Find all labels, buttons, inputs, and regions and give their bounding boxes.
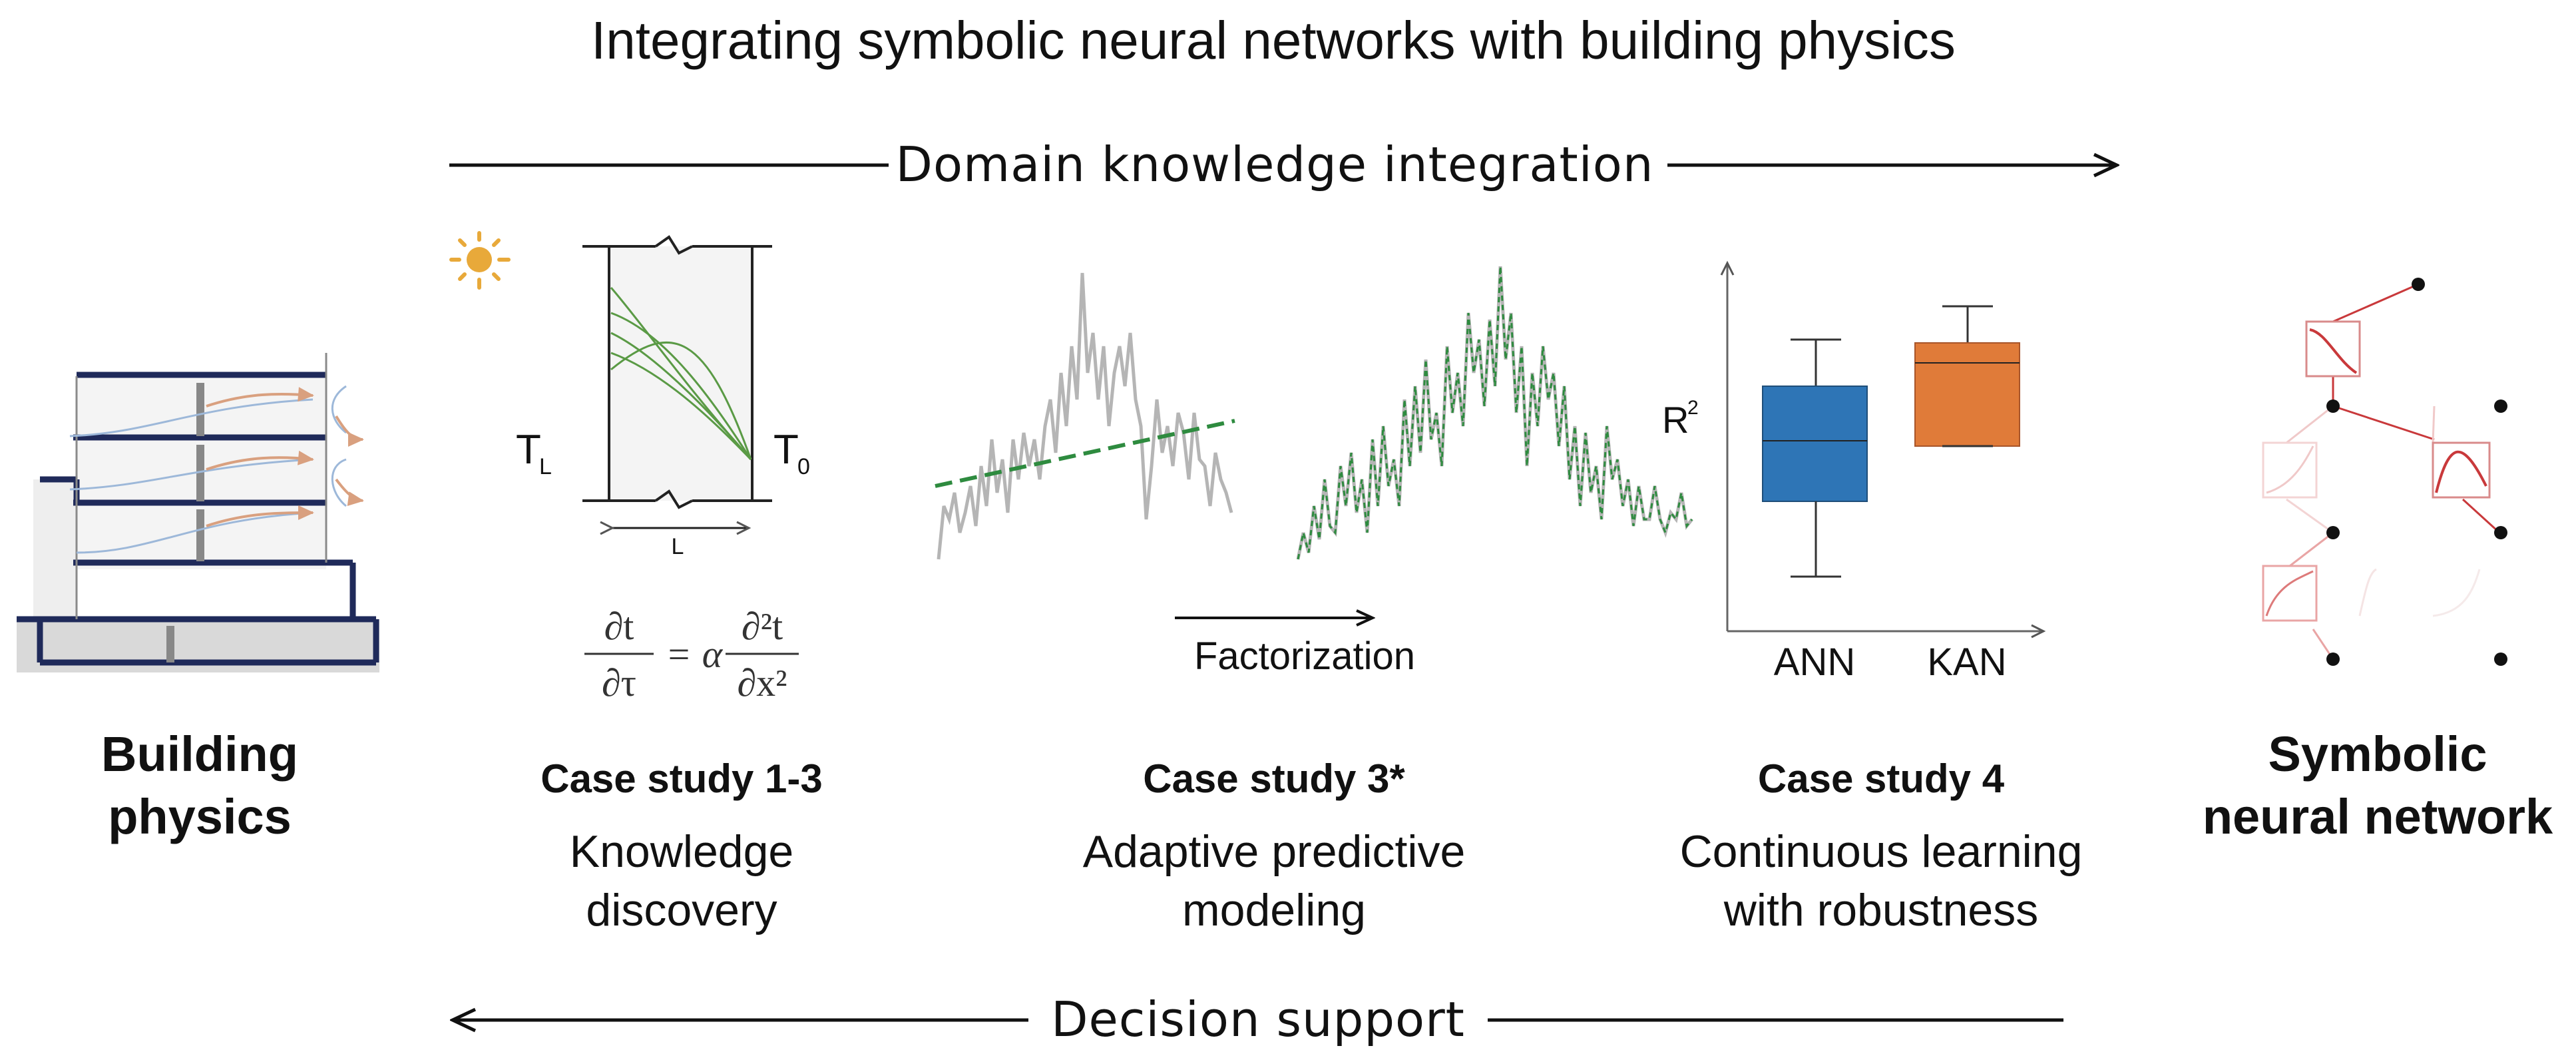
case-study-2-desc-line2: modeling: [1182, 885, 1366, 935]
case-study-1-desc-line1: Knowledge: [570, 826, 793, 877]
case-study-2: Case study 3* Adaptive predictive modeli…: [1083, 756, 1466, 935]
eq-equals: =: [668, 633, 690, 676]
case-study-2-desc-line1: Adaptive predictive: [1083, 826, 1466, 877]
boxplot-cat-ann: ANN: [1774, 641, 1855, 684]
heat-equation: ∂t ∂τ = α ∂²t ∂x²: [584, 605, 799, 704]
left-temp-sub: L: [539, 454, 552, 479]
bottom-arrow-label: Decision support: [1051, 991, 1465, 1047]
symbolic-nn-label-line2: neural network: [2203, 789, 2553, 844]
case-study-1: Case study 1-3 Knowledge discovery: [540, 756, 823, 935]
top-arrow: Domain knowledge integration: [449, 136, 2117, 192]
boxplot-ylabel-sup: 2: [1687, 397, 1699, 419]
eq-rhs-num: ∂²t: [742, 605, 783, 648]
eq-alpha: α: [702, 633, 724, 676]
boxplot-ann: [1762, 338, 1868, 578]
building-physics-label-line2: physics: [108, 789, 292, 844]
building-physics-label-line1: Building: [101, 726, 298, 782]
bottom-arrow: Decision support: [453, 991, 2063, 1047]
case-study-3-desc-line1: Continuous learning: [1680, 826, 2083, 877]
right-temp-sub: 0: [797, 454, 810, 479]
case-study-3-desc-line2: with robustness: [1723, 885, 2038, 935]
left-temp-label: T: [516, 427, 541, 473]
wall-thickness-label: L: [672, 534, 684, 559]
wall-diagram: L T L T 0: [516, 235, 810, 559]
page-title: Integrating symbolic neural networks wit…: [591, 11, 1956, 70]
boxplot-ylabel: R: [1662, 399, 1689, 441]
right-temp-label: T: [773, 427, 799, 473]
kan-network: [2262, 278, 2507, 666]
boxplot-cat-kan: KAN: [1927, 641, 2006, 684]
eq-lhs-num: ∂t: [604, 605, 634, 648]
case-study-1-desc-line2: discovery: [586, 885, 777, 935]
eq-lhs-den: ∂τ: [602, 661, 636, 704]
symbolic-nn-label-line1: Symbolic: [2268, 726, 2487, 782]
case-study-3-title: Case study 4: [1758, 756, 2005, 801]
factorization-label: Factorization: [1194, 635, 1415, 678]
case-study-3: Case study 4 Continuous learning with ro…: [1680, 756, 2083, 935]
top-arrow-label: Domain knowledge integration: [896, 136, 1654, 192]
boxplot-kan: [1914, 305, 2020, 447]
case-study-1-title: Case study 1-3: [540, 756, 823, 801]
building-illustration: [17, 353, 379, 672]
case-study-2-title: Case study 3*: [1143, 756, 1405, 801]
sun-icon: [449, 231, 511, 290]
factorized-signal-plot: [1296, 266, 1693, 560]
eq-rhs-den: ∂x²: [737, 661, 787, 704]
boxplot-chart: R 2 ANN KAN: [1662, 260, 2046, 684]
raw-signal-plot: [935, 272, 1235, 560]
